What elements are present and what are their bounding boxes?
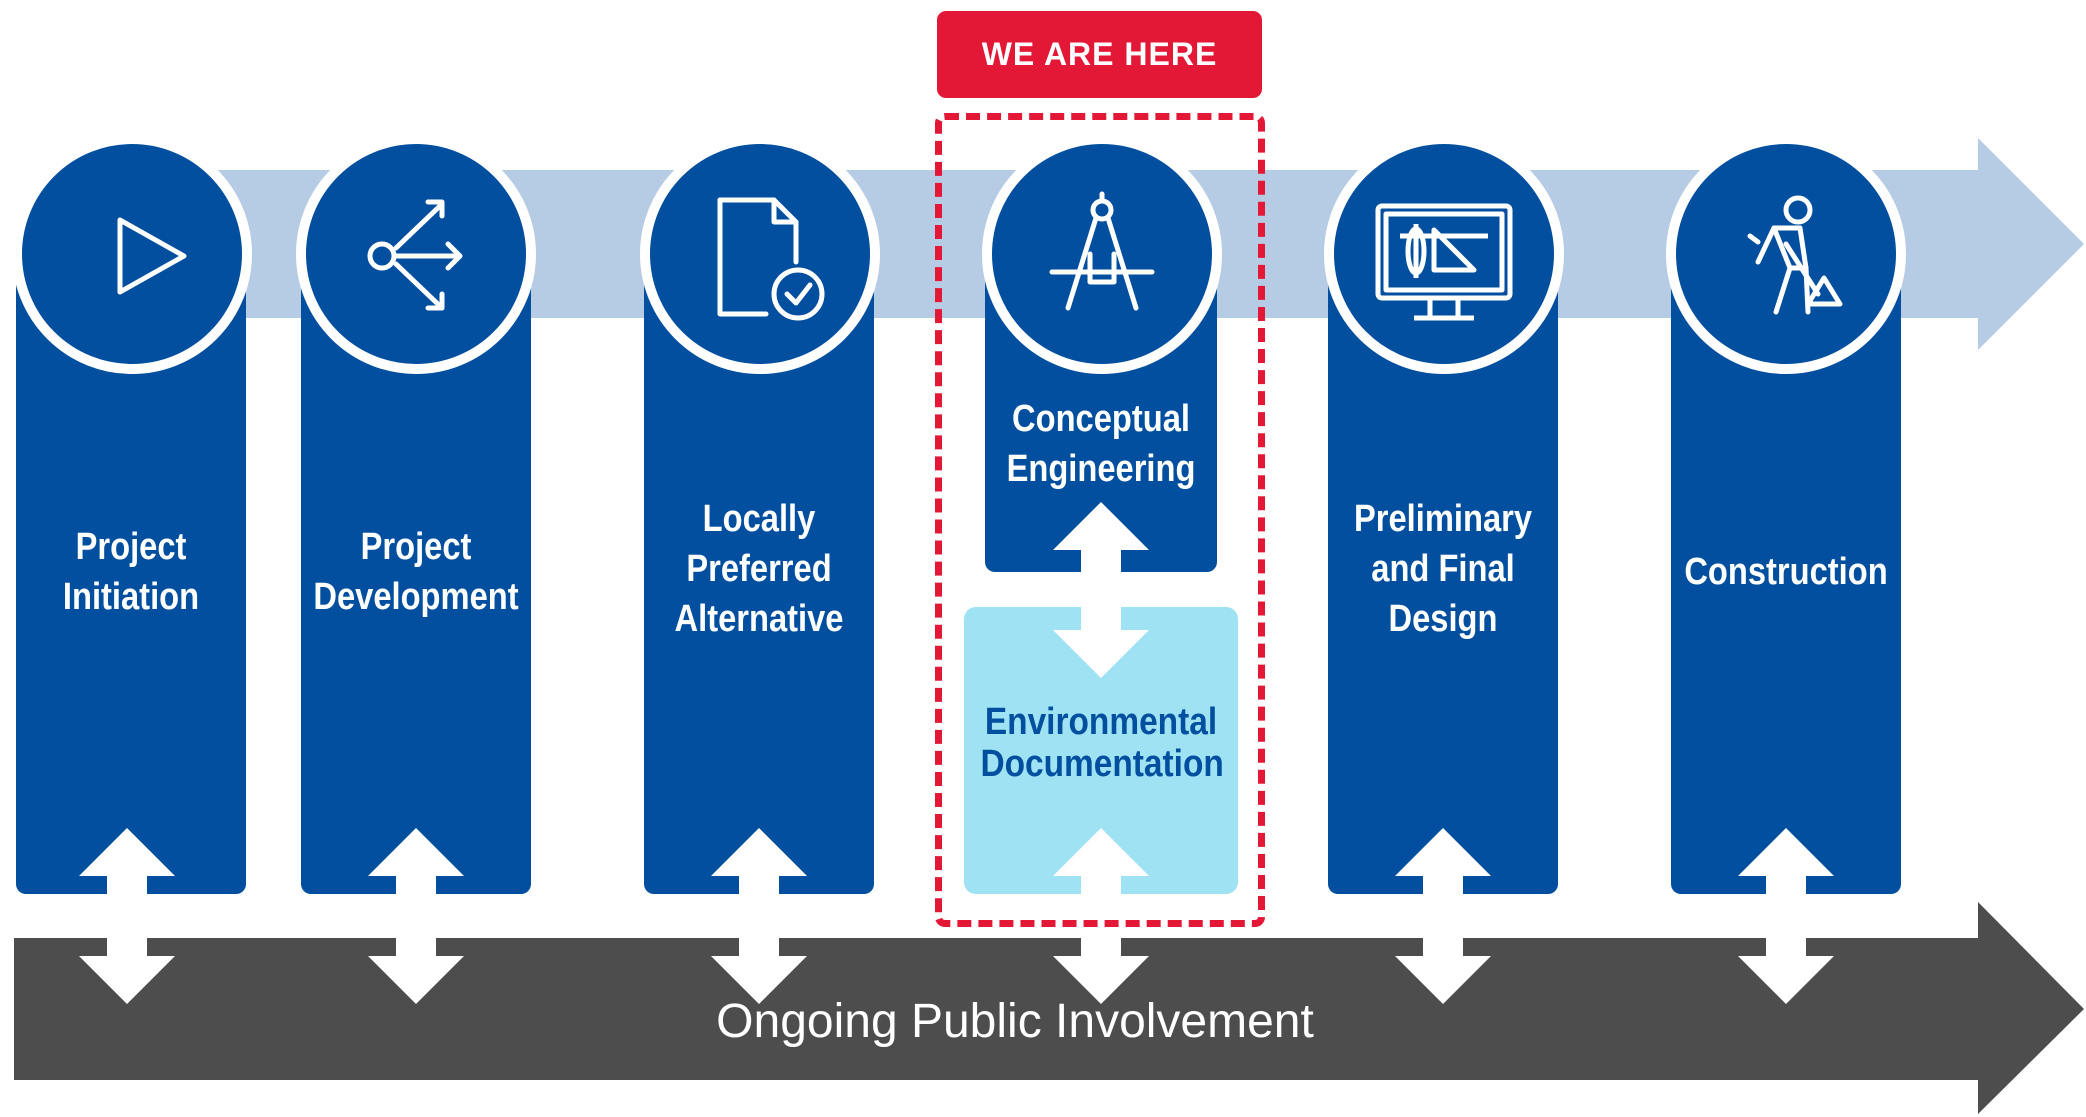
branch-arrows-icon — [367, 199, 463, 311]
stage-label-preliminary-final-design: Preliminary and Final Design — [1353, 498, 1533, 640]
current-stage-highlight — [935, 113, 1265, 927]
environmental-documentation-label: Environmental Documentation — [980, 701, 1224, 785]
two-way-arrow-construction — [1738, 828, 1834, 1004]
construction-worker-icon — [1747, 195, 1843, 315]
stage-label-project-development: Project Development — [313, 526, 519, 618]
stage-label-locally-preferred: Locally Preferred Alternative — [674, 498, 844, 640]
stage-label-conceptual-engineering: Conceptual Engineering — [1006, 398, 1196, 490]
two-way-arrow-development — [368, 828, 464, 1004]
stage-circle-project-initiation — [12, 134, 252, 374]
stage-circle-conceptual-engineering — [982, 134, 1222, 374]
two-way-arrow-design — [1395, 828, 1491, 1004]
two-way-arrow-environmental — [1053, 828, 1149, 1004]
document-check-icon — [717, 197, 825, 321]
two-way-arrow-engineering-environment — [1053, 502, 1149, 678]
stage-label-construction: Construction — [1684, 551, 1888, 593]
two-way-arrow-locally-preferred — [711, 828, 807, 1004]
stage-circle-construction — [1666, 134, 1906, 374]
we-are-here-badge: WE ARE HERE — [937, 11, 1262, 98]
two-way-arrow-initiation — [79, 828, 175, 1004]
stage-circle-project-development — [296, 134, 536, 374]
play-icon — [117, 217, 187, 295]
computer-design-icon — [1375, 203, 1513, 321]
compass-icon — [1049, 191, 1155, 311]
stage-circle-locally-preferred — [640, 134, 880, 374]
stage-circle-preliminary-final-design — [1324, 134, 1564, 374]
public-involvement-label: Ongoing Public Involvement — [716, 995, 1314, 1048]
stage-label-project-initiation: Project Initiation — [62, 526, 200, 618]
